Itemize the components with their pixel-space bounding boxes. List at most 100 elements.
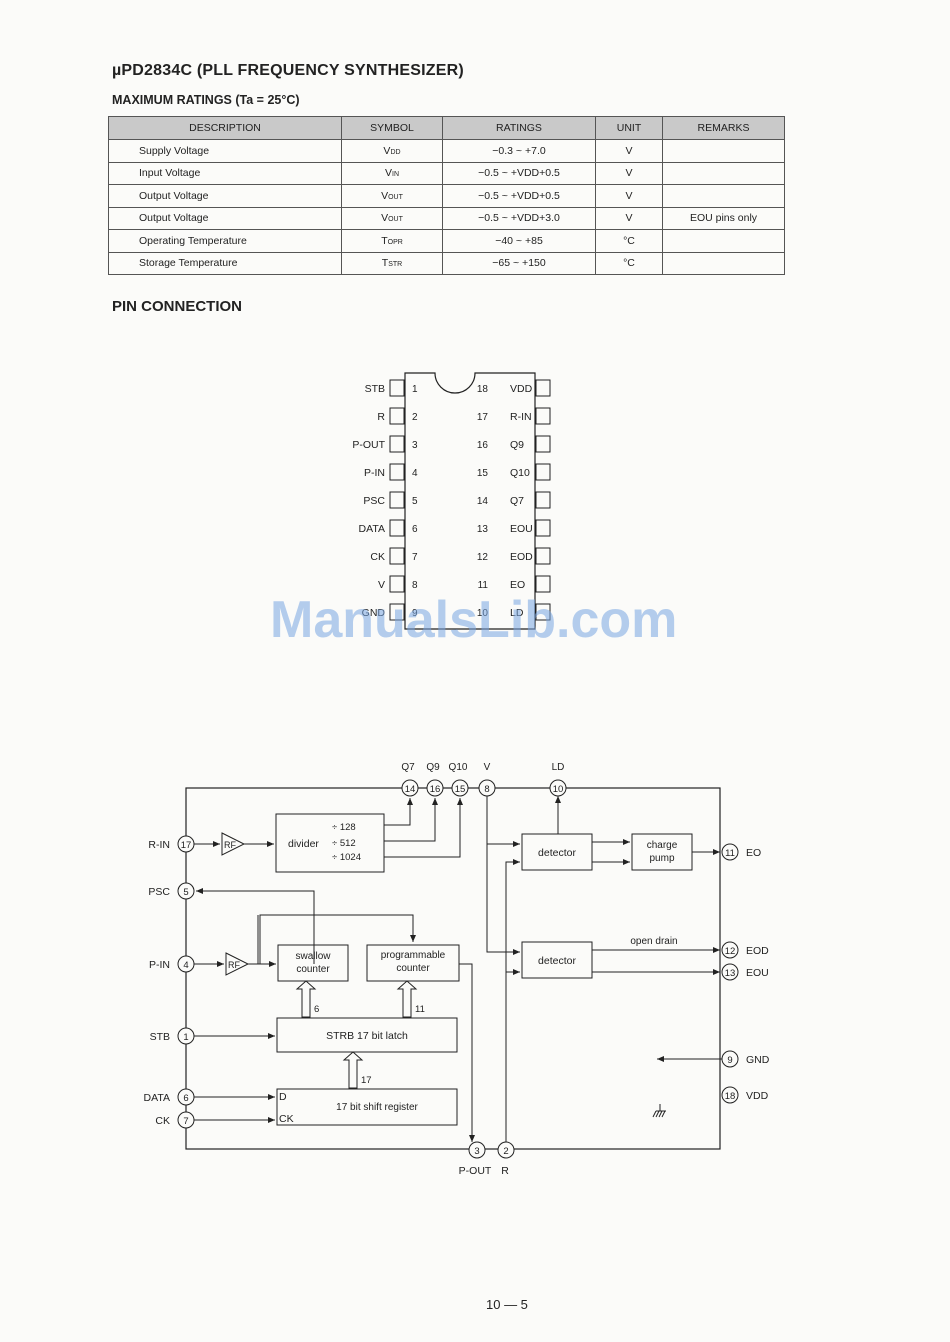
left-pin-label: CK (155, 1115, 170, 1127)
top-pin-label: V (484, 762, 491, 773)
right-pin-label: EOU (746, 967, 769, 979)
cell-symbol: VIN (341, 161, 443, 185)
left-pin-label: DATA (144, 1092, 170, 1104)
cell-remarks: EOU pins only (662, 206, 785, 230)
pin-pad-left (389, 379, 405, 397)
pin-pad-left (389, 575, 405, 593)
pin-number: 16 (430, 784, 441, 795)
bottom-pin-label: R (501, 1165, 509, 1177)
pin-pad-right (535, 603, 551, 621)
detector-block (521, 833, 593, 871)
pin-number: 6 (183, 1093, 188, 1104)
wire-q10 (384, 798, 463, 858)
pin-connection-heading: PIN CONNECTION (112, 298, 243, 315)
ground-hatch (661, 1110, 666, 1118)
open-drain-label: open drain (630, 936, 677, 947)
symbol-subscript: DD (390, 148, 401, 156)
divider-ratio: ÷ 1024 (332, 852, 361, 863)
charge-pump-label: pump (649, 853, 674, 864)
swallow-label: swallow (295, 951, 331, 962)
pin-name: EOU (510, 523, 533, 535)
pin-number: 14 (477, 496, 489, 507)
pin-pad-right (535, 575, 551, 593)
pin-number: 6 (412, 524, 418, 535)
top-pin (401, 779, 419, 797)
pin-name: EOD (510, 551, 533, 563)
pin-pad-left (389, 547, 405, 565)
swallow-counter-block (277, 944, 349, 982)
table-header-row: DESCRIPTION SYMBOL RATINGS UNIT REMARKS (108, 116, 785, 140)
pin-pad-right (535, 519, 551, 537)
cell-symbol: VOUT (341, 184, 443, 208)
divider-ratio: ÷ 128 (332, 822, 356, 833)
left-pin-label: R-IN (148, 839, 170, 851)
divider-label: divider (288, 838, 319, 850)
symbol-subscript: STR (388, 261, 403, 269)
cell-description: Supply Voltage (108, 139, 342, 163)
right-pin-label: GND (746, 1054, 770, 1066)
latch-label: STRB 17 bit latch (326, 1030, 408, 1042)
pin-pad-right (535, 547, 551, 565)
pin-name: EO (510, 579, 525, 591)
pin-number: 15 (455, 784, 466, 795)
symbol-subscript: OPR (387, 238, 403, 246)
bus-arrow (295, 980, 317, 1018)
pin-pad-left (389, 519, 405, 537)
pin-name: VDD (510, 383, 533, 395)
cell-unit: V (595, 206, 663, 230)
wire-q9 (384, 798, 438, 842)
top-pin (426, 779, 444, 797)
pin-number: 17 (181, 840, 192, 851)
pin-pad-left (389, 603, 405, 621)
pin-number: 3 (474, 1146, 479, 1157)
symbol-subscript: OUT (388, 193, 403, 201)
rf-label: RF (228, 960, 240, 970)
cell-ratings: −40 ~ +85 (442, 229, 596, 253)
left-pin-label: P-IN (149, 959, 170, 971)
dip-body (404, 372, 536, 630)
cell-symbol: TSTR (341, 251, 443, 275)
cell-ratings: −0.5 ~ +VDD+0.5 (442, 184, 596, 208)
ground-hatch (658, 1110, 663, 1118)
bus-arrow (342, 1051, 364, 1089)
wire-r (505, 859, 520, 1142)
pin-number: 5 (412, 496, 418, 507)
watermark: ManualsLib.com (270, 591, 678, 649)
wire-feedback (259, 914, 416, 964)
right-pin-label: EO (746, 847, 761, 859)
pin-name: PSC (363, 495, 385, 507)
pin-name: R-IN (510, 411, 532, 423)
pin-number: 11 (478, 580, 489, 591)
pin-number: 9 (727, 1055, 732, 1066)
rf-label: RF (224, 840, 236, 850)
bus-width-label: 6 (314, 1004, 319, 1015)
cell-symbol: VDD (341, 139, 443, 163)
right-pin (721, 843, 739, 861)
cell-description: Input Voltage (108, 161, 342, 185)
pin-pad-right (535, 407, 551, 425)
pin-number: 12 (477, 552, 489, 563)
cell-description: Output Voltage (108, 184, 342, 208)
wire-pout (459, 963, 475, 1142)
bus-width-label: 17 (361, 1075, 372, 1086)
pin-number: 8 (484, 784, 489, 795)
pin-number: 18 (725, 1091, 736, 1102)
bottom-pin (468, 1141, 486, 1159)
cell-description: Operating Temperature (108, 229, 342, 253)
symbol-main: T (381, 257, 389, 270)
wire-v (486, 796, 520, 955)
cell-remarks (662, 184, 785, 208)
ground-hatch (655, 1110, 660, 1118)
header-description: DESCRIPTION (108, 116, 342, 140)
cell-remarks (662, 139, 785, 163)
pin-name: CK (370, 551, 385, 563)
pin-number: 4 (183, 960, 188, 971)
pin-number: 13 (725, 968, 736, 979)
symbol-main: T (381, 234, 388, 247)
detector-label: detector (538, 955, 576, 967)
